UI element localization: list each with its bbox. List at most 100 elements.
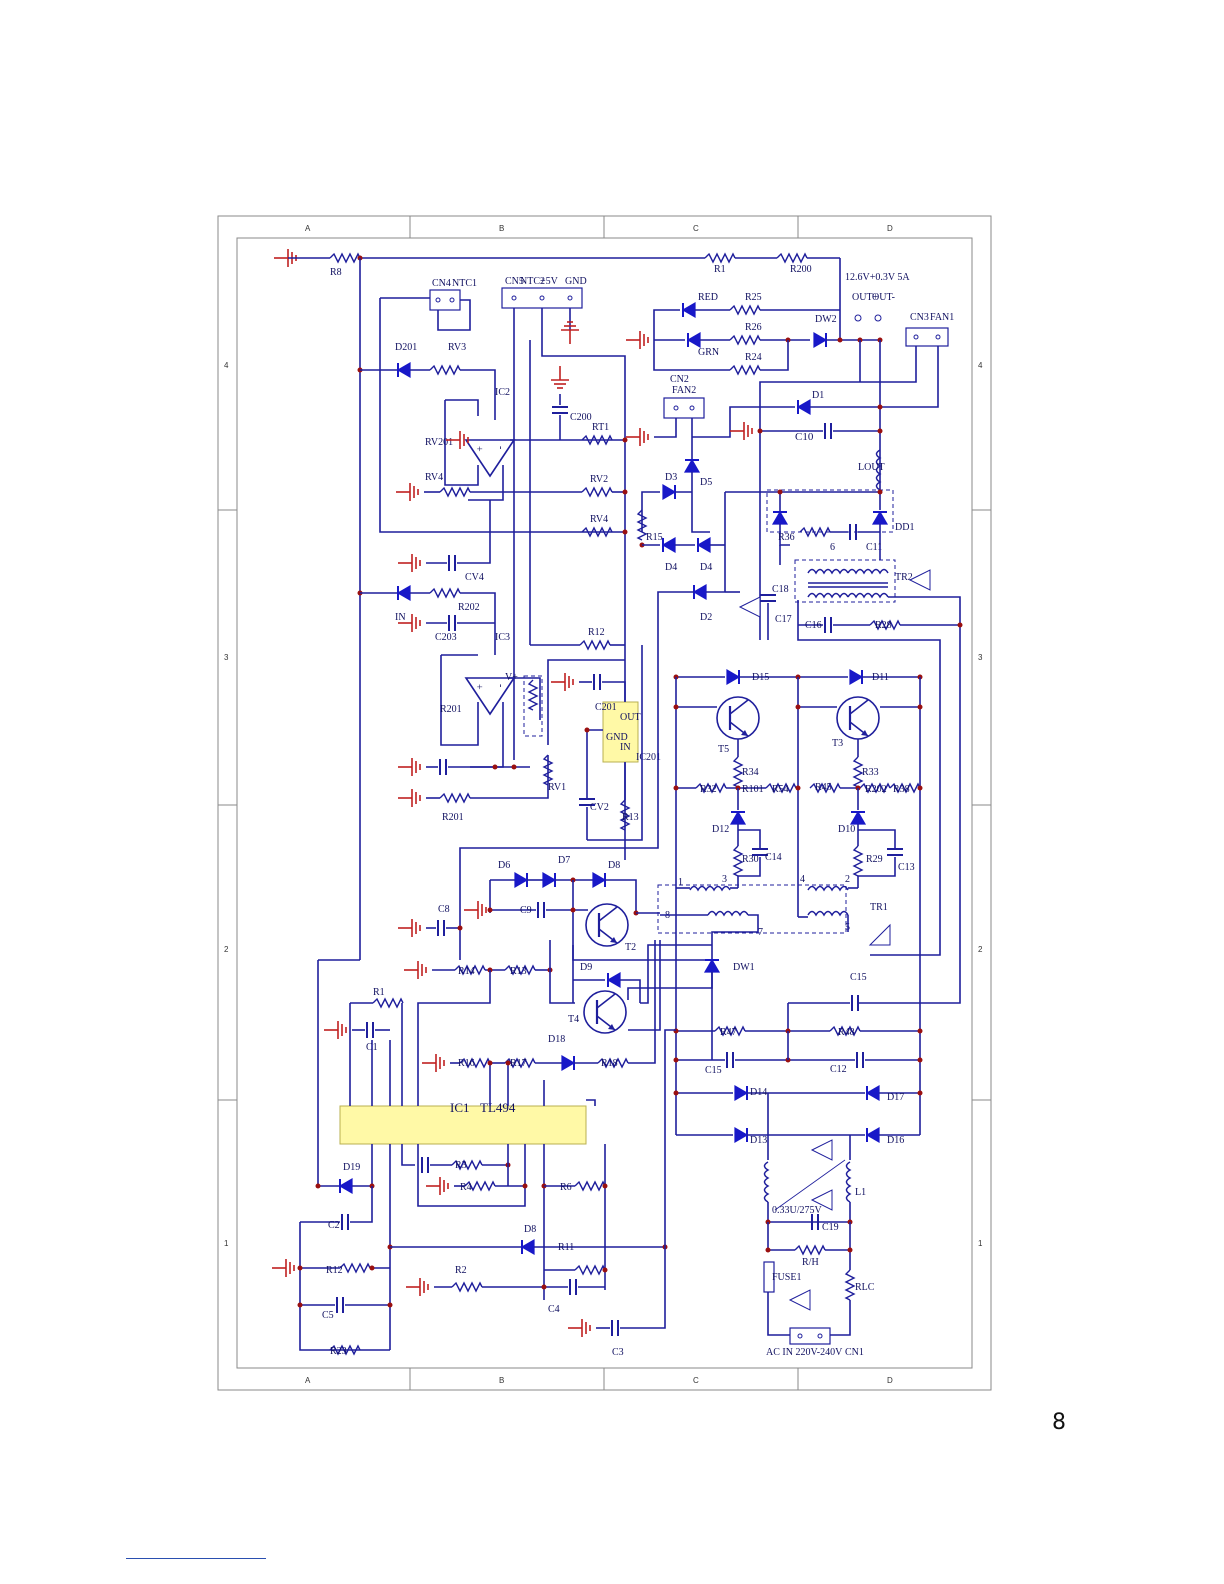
- label-d1: D1: [812, 390, 824, 401]
- label-c4: C4: [548, 1304, 560, 1315]
- zone-a-top: A: [305, 224, 311, 233]
- label-tr1-pin7: 7: [758, 927, 763, 938]
- label-c12: C12: [830, 1064, 847, 1075]
- label-d8: D8: [608, 860, 620, 871]
- label-t2: T2: [625, 942, 636, 953]
- label-r11: R11: [558, 1242, 574, 1253]
- label-r1b: R1: [373, 987, 385, 998]
- label-r24: R29: [866, 854, 883, 865]
- label-r3: R3: [455, 1160, 467, 1171]
- label-led-grn: GRN: [698, 347, 719, 358]
- label-rh: R/H: [802, 1257, 819, 1268]
- label-fan1: FAN1: [930, 312, 954, 323]
- label-ic3: IC3: [495, 632, 510, 643]
- label-c18: C17: [775, 614, 792, 625]
- label-dd1: DD1: [895, 522, 914, 533]
- label-tr1-pin4: 4: [800, 874, 805, 885]
- label-tl494: TL494: [480, 1100, 516, 1115]
- label-r23: R28: [875, 620, 892, 631]
- ic201-body: [602, 701, 639, 763]
- label-r47: R101: [742, 784, 764, 795]
- label-d2: D2: [700, 612, 712, 623]
- half-bridge: D15 D11 T5 T3 R34 R33 R32 R101 R5: [673, 669, 923, 1135]
- input-bridge: C15 R47 R48 C15 C12 D14 D17: [673, 972, 923, 1358]
- label-d15: D15: [752, 672, 769, 683]
- zone-c-bottom: C: [693, 1376, 699, 1385]
- top-rail: R8 R1 R200 12.6V+0.3V 5A: [273, 248, 910, 340]
- label-rv3: RV4: [425, 472, 443, 483]
- zone-a-bottom: A: [305, 1376, 311, 1385]
- page-number: 8: [1052, 1410, 1066, 1435]
- label-ntc1: NTC1: [452, 278, 477, 289]
- label-d11: D11: [872, 672, 889, 683]
- zone-2-left: 2: [224, 945, 229, 954]
- label-r36: R45: [815, 782, 832, 793]
- label-d5: D5: [700, 477, 712, 488]
- label-r25: R30: [742, 854, 759, 865]
- label-tr1: TR1: [870, 902, 888, 913]
- label-led-red: RED: [698, 292, 718, 303]
- ic2-opamp: D201 RV3 IC2 RT1 RV201 RV4 RV2 RV4 C200: [357, 342, 628, 537]
- label-d19: D19: [343, 1162, 360, 1173]
- ic1-tl494: IC1 TL494 C1 R1 R16 R17 D18 R18: [271, 940, 676, 1358]
- connector-cn4: CN4 NTC1: [379, 278, 625, 533]
- label-c13: C13: [898, 862, 915, 873]
- label-cn2: CN2: [670, 374, 689, 385]
- led-section: RED R25 GRN R26 DW2 R24 OUT+ OUT- CN2 FA…: [625, 292, 954, 640]
- connector-cn5: CN5 NTC2 +5V GND: [501, 276, 626, 860]
- label-r5: R23: [330, 1346, 347, 1357]
- label-ic1: IC1: [450, 1100, 470, 1115]
- label-ic2: IC2: [495, 387, 510, 398]
- label-t4: T4: [568, 1014, 579, 1025]
- label-cn4: CN4: [432, 278, 451, 289]
- label-r8: R8: [330, 267, 342, 278]
- label-c1: C1: [366, 1042, 378, 1053]
- label-out-plus: OUT+: [852, 292, 879, 303]
- label-c19: C18: [772, 584, 789, 595]
- label-r32: R38: [893, 784, 910, 795]
- zone-2-right: 2: [978, 945, 983, 954]
- label-tr-pin6: 6: [830, 542, 835, 553]
- label-d17: D17: [887, 1092, 904, 1103]
- label-fan2: FAN2: [672, 385, 696, 396]
- zone-c-top: C: [693, 224, 699, 233]
- label-c14: C14: [765, 852, 782, 863]
- zone-1-right: 1: [978, 1239, 983, 1248]
- label-cn3: CN3: [910, 312, 929, 323]
- label-dw1: DW1: [733, 962, 755, 973]
- label-r4: R4: [460, 1182, 472, 1193]
- label-d201: D201: [395, 342, 417, 353]
- zone-b-top: B: [499, 224, 504, 233]
- zone-d-bottom: D: [887, 1376, 893, 1385]
- label-tr1-pin1: 1: [678, 877, 683, 888]
- label-fuse1: FUSE1: [772, 1272, 801, 1283]
- label-c3: C3: [612, 1347, 624, 1358]
- label-rv1: RV2: [590, 474, 608, 485]
- label-cn1: CN1: [845, 1347, 864, 1358]
- label-r200-b: R201: [442, 812, 464, 823]
- label-r44: R54: [772, 784, 789, 795]
- label-r20: R25: [745, 292, 762, 303]
- label-r202: RV1: [548, 782, 566, 793]
- transformer-tr2: TR2 C18 C17 C16 R28 D2: [459, 559, 963, 1004]
- label-r17: R17: [510, 1058, 527, 1069]
- label-l1: L1: [855, 1187, 866, 1198]
- label-r26: R33: [862, 767, 879, 778]
- label-ic201-in: IN: [620, 742, 631, 753]
- label-r13b: R13: [510, 966, 527, 977]
- ic1-body: [339, 1105, 587, 1145]
- label-dw2: DW2: [815, 314, 837, 325]
- label-d4b: D4: [700, 562, 712, 573]
- label-r16: R16: [458, 1058, 475, 1069]
- zone-b-bottom: B: [499, 1376, 504, 1385]
- label-cv4: C200: [570, 412, 592, 423]
- label-c16: C15: [850, 972, 867, 983]
- label-c201: C203: [435, 632, 457, 643]
- label-r19: R24: [745, 352, 762, 363]
- label-tr1-pin2: 2: [845, 874, 850, 885]
- label-lout: LOUT: [858, 462, 885, 473]
- label-cn5: CN5: [505, 276, 524, 287]
- label-r12: R12: [326, 1265, 343, 1276]
- label-r2: R2: [455, 1265, 467, 1276]
